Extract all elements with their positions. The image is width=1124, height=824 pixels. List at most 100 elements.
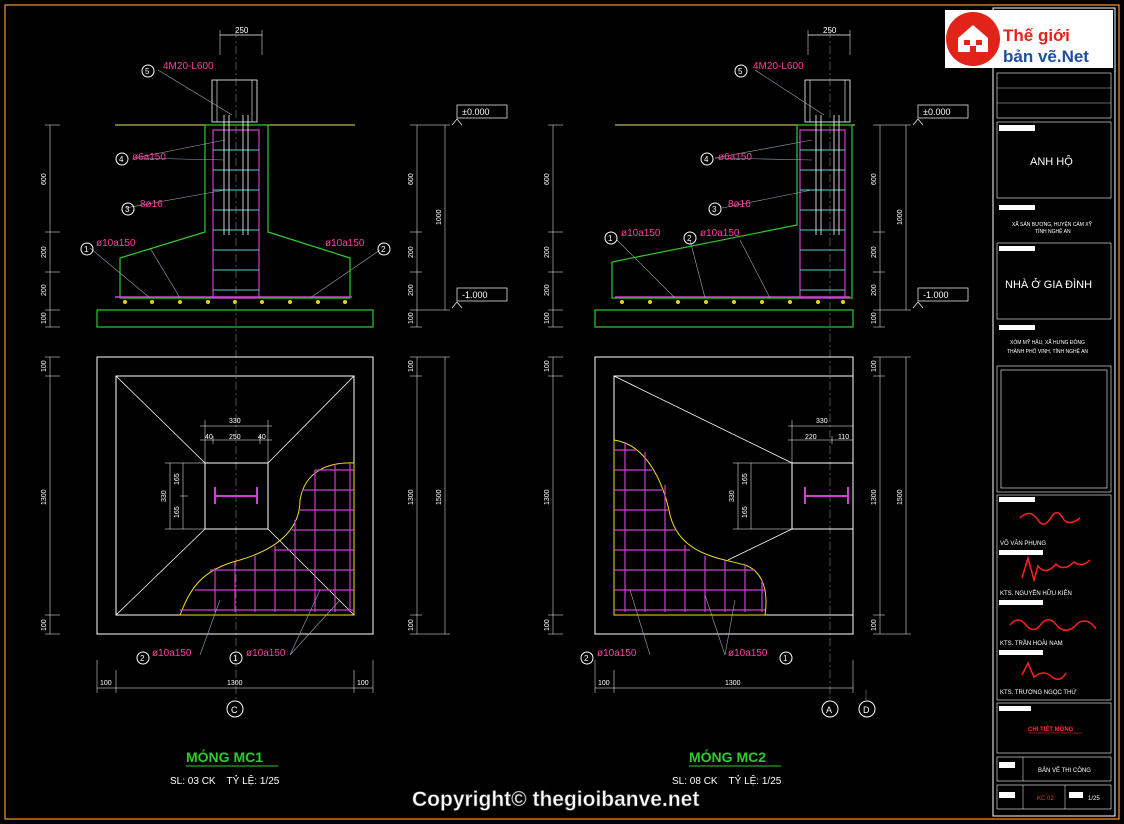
mc1-plan: 330 40 250 40 330 165 165 100 1300 100 1… [41,356,450,787]
mc1-plan-rebar-right: ø10a150 [246,648,286,659]
mc2-bolt-label: 4M20-L600 [753,61,804,72]
svg-text:KTS. NGUYỄN HỮU KIÊN: KTS. NGUYỄN HỮU KIÊN [1000,589,1072,597]
svg-text:100: 100 [544,619,551,631]
svg-text:200: 200 [41,246,48,258]
mc2-section: 250 5 4 [544,26,969,700]
svg-text:330: 330 [229,418,241,425]
mc2-blinding [594,309,854,328]
svg-text:D: D [863,705,870,715]
mc1-footing-outline [119,124,351,299]
svg-text:100: 100 [871,312,878,324]
mc1-axis-bubble [226,700,244,718]
svg-text:KTS. TRƯƠNG NGỌC THỨ: KTS. TRƯƠNG NGỌC THỨ [1000,689,1077,696]
svg-text:±0.000: ±0.000 [462,107,489,117]
svg-text:330: 330 [816,418,828,425]
svg-text:200: 200 [544,284,551,296]
mc2-title: MÓNG MC2 [689,748,766,765]
svg-text:1300: 1300 [725,680,741,687]
svg-text:100: 100 [598,680,610,687]
svg-text:165: 165 [742,473,749,485]
project-name: NHÀ Ở GIA ĐÌNH [1005,278,1092,291]
svg-text:100: 100 [41,312,48,324]
svg-text:TỈNH NGHỆ AN: TỈNH NGHỆ AN [1035,227,1071,235]
copyright-watermark: Copyright© thegioibanve.net [412,788,699,811]
svg-text:600: 600 [408,173,415,185]
mc1-dim-top: 250 [235,26,249,35]
svg-text:1300: 1300 [41,489,48,505]
svg-text:1300: 1300 [544,489,551,505]
title-block: ANH HỘ XÃ SẢN BƯƠNG, HUYỆN CẨM XỸ TỈNH N… [992,7,1116,817]
mc1-elevation-top: ±0.000 [451,104,508,126]
svg-text:XÓM MỸ HẬU, XÃ HƯNG ĐÔNG: XÓM MỸ HẬU, XÃ HƯNG ĐÔNG [1010,339,1085,346]
svg-text:±0.000: ±0.000 [923,107,950,117]
svg-text:-1.000: -1.000 [923,290,949,300]
svg-text:200: 200 [408,284,415,296]
svg-text:100: 100 [357,680,369,687]
svg-text:1000: 1000 [897,209,904,225]
mc2-elevation-bottom: -1.000 [912,287,969,309]
svg-text:165: 165 [174,473,181,485]
svg-text:KTS. TRẦN HOÀI NAM: KTS. TRẦN HOÀI NAM [1000,640,1063,647]
svg-text:VÕ VĂN PHỤNG: VÕ VĂN PHỤNG [1000,540,1046,547]
owner-name: ANH HỘ [1030,155,1073,168]
svg-text:2: 2 [687,234,692,243]
mc2-cut-region [613,439,767,616]
svg-text:600: 600 [871,173,878,185]
mc1-subtitle: SL: 03 CK TỶ LỆ: 1/25 [170,774,280,787]
svg-text:250: 250 [229,434,241,441]
svg-text:1500: 1500 [436,489,443,505]
mc2-subtitle: SL: 08 CK TỶ LỆ: 1/25 [672,774,782,787]
svg-text:1500: 1500 [897,489,904,505]
svg-text:100: 100 [100,680,112,687]
sheet-title: CHI TIẾT MÓNG [1028,725,1074,733]
svg-text:1: 1 [608,234,613,243]
signature-1 [1019,512,1081,525]
svg-text:5: 5 [738,67,743,76]
svg-text:XÃ SẢN BƯƠNG, HUYỆN CẨM XỸ: XÃ SẢN BƯƠNG, HUYỆN CẨM XỸ [1012,220,1093,228]
svg-text:110: 110 [838,434,849,441]
mc2-main-rebar-label: 8ø16 [728,199,751,210]
svg-text:600: 600 [544,173,551,185]
svg-text:165: 165 [174,506,181,518]
svg-text:1: 1 [233,654,238,663]
svg-text:4: 4 [119,155,124,164]
mc2-plan-rebar-left: ø10a150 [597,648,637,659]
svg-text:1: 1 [84,245,89,254]
svg-text:2: 2 [140,654,145,663]
svg-text:4: 4 [704,155,709,164]
mc1-rebar-left-label: ø10a150 [96,238,136,249]
svg-text:200: 200 [544,246,551,258]
mc2-footing-outline [611,124,853,299]
mc1-bolt-label: 4M20-L600 [163,61,214,72]
svg-text:200: 200 [871,284,878,296]
mc1-blinding [96,309,374,328]
svg-text:3: 3 [712,205,717,214]
mc1-rebar-right-label: ø10a150 [325,238,365,249]
svg-text:1/25: 1/25 [1088,796,1100,802]
svg-text:40: 40 [258,434,266,441]
mc1-main-rebar-label: 8ø16 [140,199,163,210]
mc2-axis-bubble-d [858,700,876,718]
svg-text:330: 330 [161,490,168,502]
signature-4 [1021,661,1067,680]
svg-text:1300: 1300 [408,489,415,505]
mc1-plan-rebar-left: ø10a150 [152,648,192,659]
site-logo: Thế giới bản vẽ.Net [945,10,1113,68]
svg-text:KC 02: KC 02 [1037,796,1054,802]
signature-3 [1009,619,1097,631]
svg-text:A: A [826,705,832,715]
svg-text:3: 3 [125,205,130,214]
svg-text:THÀNH PHỐ VINH, TỈNH NGHỆ AN: THÀNH PHỐ VINH, TỈNH NGHỆ AN [1007,347,1088,355]
svg-text:100: 100 [408,360,415,372]
mc1-steel-column [211,79,258,123]
logo-line1: Thế giới [1003,26,1070,45]
mc1-tags: 5 4 3 1 2 [80,64,391,256]
logo-line2: bản vẽ.Net [1003,47,1089,66]
svg-text:2: 2 [584,654,589,663]
svg-text:100: 100 [408,312,415,324]
mc2-rebar-right-label: ø10a150 [700,228,740,239]
mc2-plan-rebar-right: ø10a150 [728,648,768,659]
svg-text:100: 100 [544,360,551,372]
mc1-title: MÓNG MC1 [186,748,263,765]
